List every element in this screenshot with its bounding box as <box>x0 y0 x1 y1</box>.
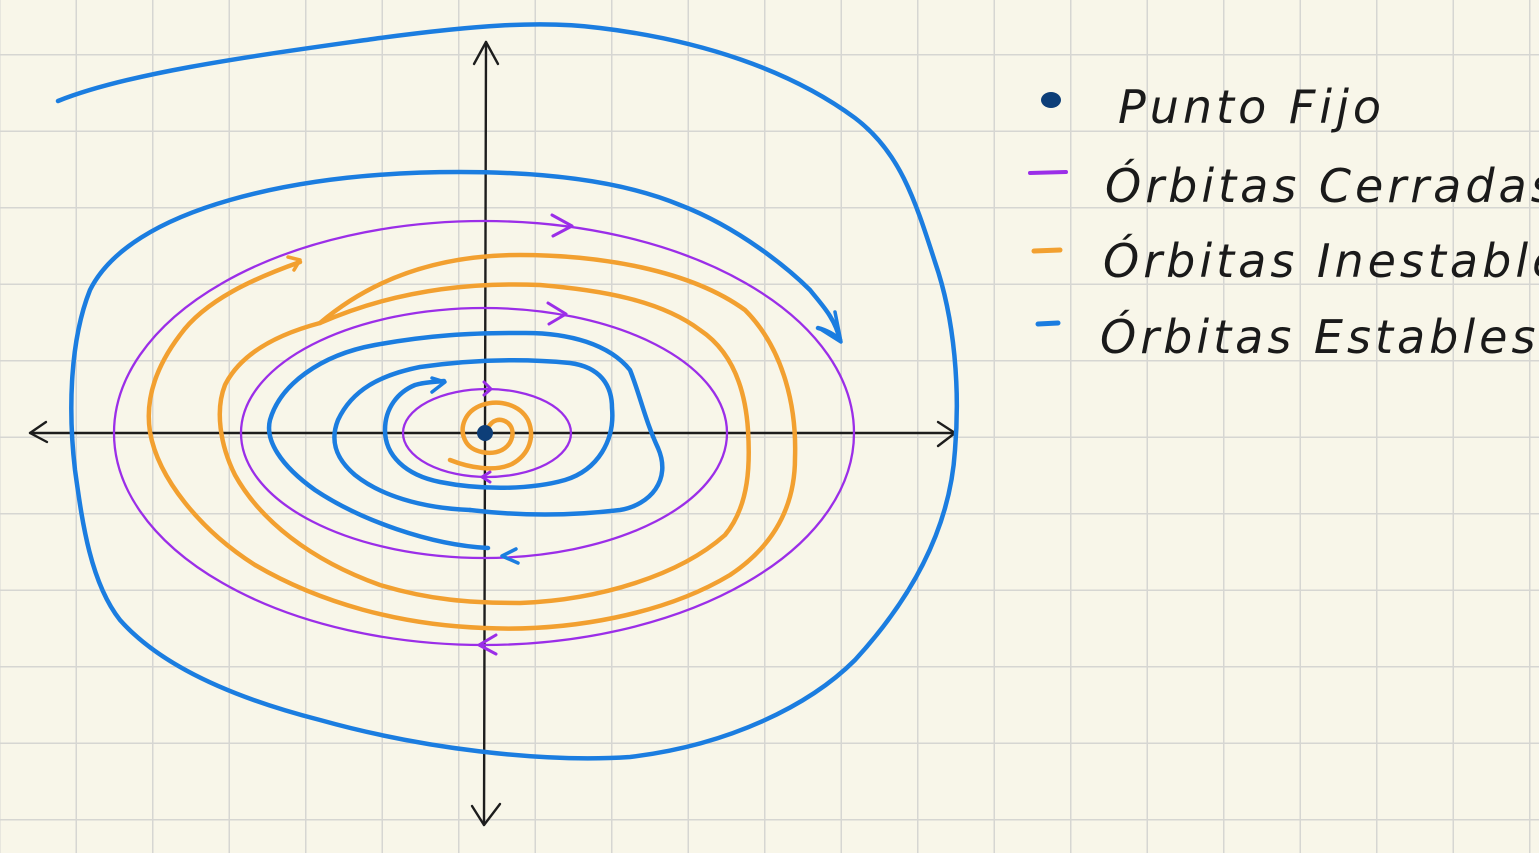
closed-orbit-arrow-icon <box>480 470 492 484</box>
unstable-orbit-inner-spiral <box>217 282 752 606</box>
closed-orbit-outer <box>112 219 856 647</box>
fixed-point-dot <box>477 425 493 441</box>
stable-orbits <box>55 22 960 761</box>
legend-stable-label: Órbitas Estables <box>1100 310 1539 364</box>
legend-item-unstable: Órbitas Inestables <box>1031 234 1539 288</box>
legend-item-closed: Órbitas Cerradas <box>1028 159 1539 213</box>
stable-orbit-arrow-icon <box>430 376 447 394</box>
stable-orbit-arrow-icon <box>500 547 520 565</box>
legend-closed-dash-icon <box>1028 170 1068 175</box>
closed-orbit-inner <box>401 387 573 479</box>
legend-item-stable: Órbitas Estables <box>1035 310 1539 364</box>
legend-unstable-label: Órbitas Inestables <box>1103 234 1539 288</box>
closed-orbit-arrow-icon <box>477 633 498 656</box>
legend-unstable-dash-icon <box>1031 247 1063 254</box>
closed-orbit-arrow-icon <box>550 213 574 238</box>
closed-orbit-arrow-icon <box>546 301 568 326</box>
stable-orbit-inner-spiral <box>332 357 615 513</box>
legend-fixed-point-label: Punto Fijo <box>1118 80 1385 134</box>
unstable-orbits <box>146 252 798 631</box>
legend-stable-dash-icon <box>1035 320 1061 327</box>
closed-orbits <box>112 213 856 656</box>
stable-orbit-arrow-icon <box>820 310 843 344</box>
legend-item-fixed-point: Punto Fijo <box>1041 80 1385 134</box>
closed-orbit-arrow-icon <box>482 380 493 397</box>
legend: Punto Fijo Órbitas Cerradas Órbitas Ines… <box>1028 80 1539 364</box>
legend-fixed-point-dot-icon <box>1041 92 1061 108</box>
unstable-orbit-outer-spiral <box>146 252 798 631</box>
legend-closed-label: Órbitas Cerradas <box>1105 159 1539 213</box>
unstable-orbit-arrow-icon <box>286 255 302 272</box>
unstable-orbit-core-spiral <box>447 400 534 471</box>
y-axis-down-arrow-icon <box>470 802 502 827</box>
stable-orbit-outer-spiral <box>55 22 960 761</box>
closed-orbit-middle <box>239 306 729 560</box>
x-axis-left-arrow-icon <box>28 420 49 444</box>
y-axis-up-arrow-icon <box>472 40 500 66</box>
